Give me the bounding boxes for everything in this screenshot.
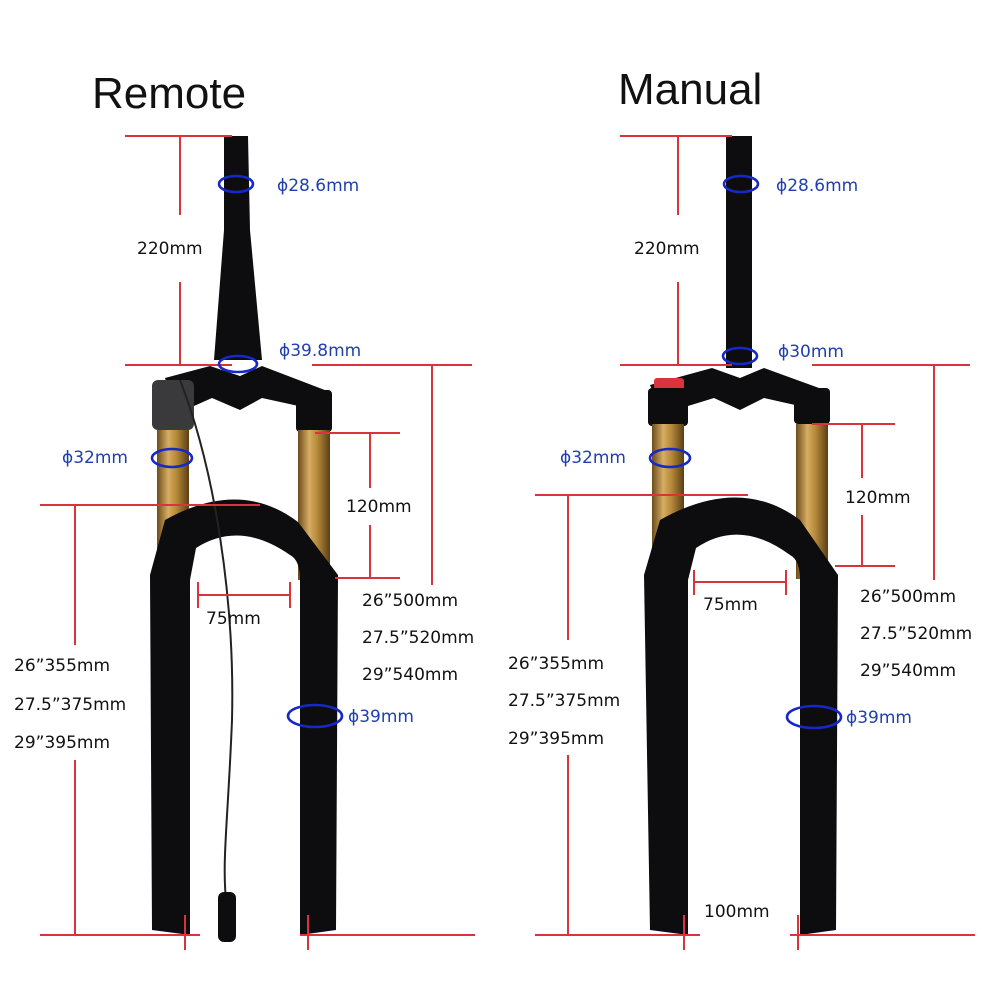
- remote-lower-29: 29”395mm: [14, 733, 110, 753]
- remote-lower-26: 26”355mm: [14, 656, 110, 676]
- remote-dimension-lines: [40, 135, 475, 950]
- remote-lower-legs: [150, 499, 338, 935]
- manual-dropout-spacing: 75mm: [703, 595, 758, 615]
- manual-steerer-base-dia: ϕ30mm: [778, 342, 844, 362]
- manual-lower-dia: ϕ39mm: [846, 708, 912, 728]
- manual-travel: 120mm: [845, 488, 911, 508]
- remote-lockout-knob: [152, 380, 194, 430]
- remote-fork: Remote: [14, 69, 475, 950]
- remote-cable: [179, 379, 234, 901]
- manual-fork: Manual: [508, 65, 975, 950]
- remote-steerer-top-dia: ϕ28.6mm: [277, 176, 359, 196]
- remote-crown: [165, 366, 330, 414]
- remote-steerer-length: 220mm: [137, 239, 203, 259]
- manual-steerer-top-ring: [722, 174, 760, 194]
- manual-lower-26: 26”355mm: [508, 654, 604, 674]
- remote-dropout-spacing: 75mm: [206, 609, 261, 629]
- manual-lower-275: 27.5”375mm: [508, 691, 620, 711]
- remote-steerer-tube: [214, 136, 262, 360]
- remote-steerer-base-dia: ϕ39.8mm: [279, 341, 361, 361]
- manual-right-cap: [794, 388, 830, 424]
- remote-stanchion-ring: [150, 447, 194, 469]
- remote-atc-275: 27.5”520mm: [362, 628, 474, 648]
- manual-atc-275: 27.5”520mm: [860, 624, 972, 644]
- remote-lower-ring: [286, 703, 344, 729]
- manual-adjuster-knob: [654, 378, 684, 390]
- remote-atc-29: 29”540mm: [362, 665, 458, 685]
- remote-steerer-base-ring: [217, 354, 259, 374]
- manual-fork-illustration: [644, 136, 838, 935]
- manual-crown: [650, 368, 830, 414]
- manual-left-cap: [648, 388, 688, 426]
- remote-stanchion-dia: ϕ32mm: [62, 448, 128, 468]
- remote-travel: 120mm: [346, 497, 412, 517]
- remote-fork-illustration: [150, 136, 338, 942]
- manual-lower-29: 29”395mm: [508, 729, 604, 749]
- manual-steerer-tube: [726, 136, 752, 368]
- remote-title: Remote: [92, 69, 246, 118]
- remote-steerer-top-ring: [217, 174, 255, 194]
- remote-lower-275: 27.5”375mm: [14, 695, 126, 715]
- manual-atc-26: 26”500mm: [860, 587, 956, 607]
- manual-steerer-length: 220mm: [634, 239, 700, 259]
- remote-lever: [218, 892, 236, 942]
- manual-atc-29: 29”540mm: [860, 661, 956, 681]
- manual-steerer-top-dia: ϕ28.6mm: [776, 176, 858, 196]
- manual-lower-ring: [785, 704, 843, 730]
- manual-lower-legs: [644, 497, 838, 935]
- manual-dimension-lines: [535, 135, 975, 950]
- manual-hub-spacing: 100mm: [704, 902, 770, 922]
- manual-stanchion-ring: [648, 447, 692, 469]
- remote-lower-dia: ϕ39mm: [348, 707, 414, 727]
- manual-stanchion-dia: ϕ32mm: [560, 448, 626, 468]
- manual-title: Manual: [618, 65, 762, 114]
- manual-steerer-base-ring: [721, 346, 759, 366]
- remote-atc-26: 26”500mm: [362, 591, 458, 611]
- remote-right-cap: [296, 390, 332, 432]
